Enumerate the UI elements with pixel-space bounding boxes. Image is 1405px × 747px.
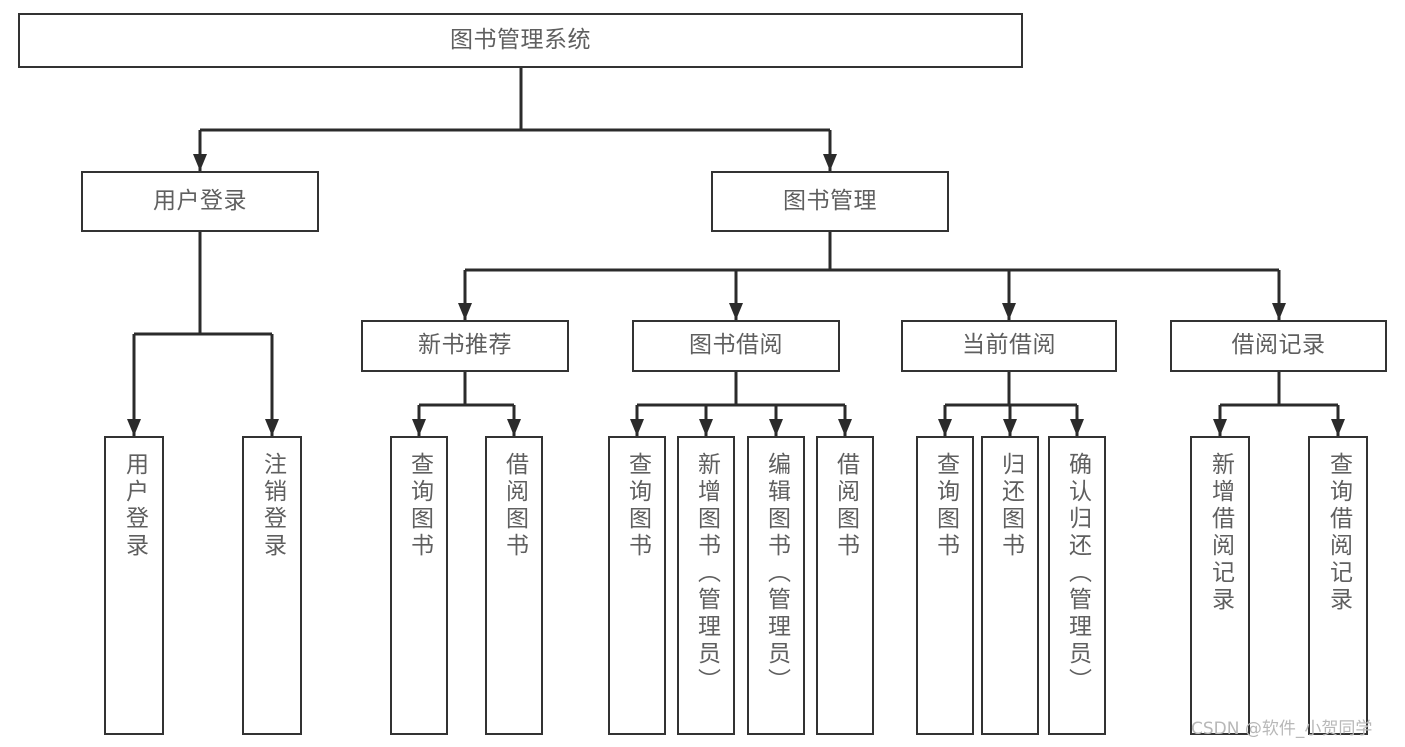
node-label-br-add: 新增借阅记录 — [1207, 452, 1234, 614]
node-label-root: 图书管理系统 — [450, 26, 591, 53]
node-label-cb-confirm: 确认归还（管理员） — [1064, 452, 1091, 695]
node-book-borrow[interactable]: 图书借阅 — [632, 320, 840, 372]
arrowhead-nb-query — [412, 419, 426, 436]
arrowhead-login-logout — [265, 419, 279, 436]
node-label-bb-add: 新增图书（管理员） — [693, 452, 720, 695]
node-user-login[interactable]: 用户登录 — [81, 171, 319, 232]
node-label-book-manage: 图书管理 — [783, 187, 877, 214]
node-current-borrow[interactable]: 当前借阅 — [901, 320, 1117, 372]
node-label-bb-lend: 借阅图书 — [832, 452, 859, 560]
arrowhead-br-query — [1331, 419, 1345, 436]
node-bb-lend[interactable]: 借阅图书 — [816, 436, 874, 735]
node-cb-confirm[interactable]: 确认归还（管理员） — [1048, 436, 1106, 735]
node-nb-query[interactable]: 查询图书 — [390, 436, 448, 735]
node-label-current-borrow: 当前借阅 — [962, 332, 1056, 359]
node-login-logout[interactable]: 注销登录 — [242, 436, 302, 735]
node-label-bb-edit: 编辑图书（管理员） — [763, 452, 790, 695]
node-book-manage[interactable]: 图书管理 — [711, 171, 949, 232]
node-label-br-query: 查询借阅记录 — [1325, 452, 1352, 614]
node-br-add[interactable]: 新增借阅记录 — [1190, 436, 1250, 735]
node-label-login-logout: 注销登录 — [259, 452, 286, 560]
arrowhead-br-add — [1213, 419, 1227, 436]
arrowhead-current-borrow — [1002, 303, 1016, 320]
node-label-cb-query: 查询图书 — [932, 452, 959, 560]
arrowhead-login-user — [127, 419, 141, 436]
node-br-query[interactable]: 查询借阅记录 — [1308, 436, 1368, 735]
arrowhead-cb-query — [938, 419, 952, 436]
arrowhead-user-login — [193, 154, 207, 171]
node-bb-add[interactable]: 新增图书（管理员） — [677, 436, 735, 735]
node-bb-query[interactable]: 查询图书 — [608, 436, 666, 735]
arrowhead-bb-lend — [838, 419, 852, 436]
node-root[interactable]: 图书管理系统 — [18, 13, 1023, 68]
node-nb-borrow[interactable]: 借阅图书 — [485, 436, 543, 735]
node-new-book[interactable]: 新书推荐 — [361, 320, 569, 372]
arrowhead-cb-confirm — [1070, 419, 1084, 436]
arrowhead-cb-return — [1003, 419, 1017, 436]
arrowhead-book-manage — [823, 154, 837, 171]
node-label-cb-return: 归还图书 — [997, 452, 1024, 560]
node-cb-query[interactable]: 查询图书 — [916, 436, 974, 735]
node-cb-return[interactable]: 归还图书 — [981, 436, 1039, 735]
node-bb-edit[interactable]: 编辑图书（管理员） — [747, 436, 805, 735]
arrowhead-bb-edit — [769, 419, 783, 436]
node-label-new-book: 新书推荐 — [418, 332, 512, 359]
node-label-nb-borrow: 借阅图书 — [501, 452, 528, 560]
arrowhead-nb-borrow — [507, 419, 521, 436]
arrowhead-new-book — [458, 303, 472, 320]
node-label-nb-query: 查询图书 — [406, 452, 433, 560]
arrowhead-borrow-record — [1272, 303, 1286, 320]
node-label-login-user: 用户登录 — [121, 452, 148, 560]
node-login-user[interactable]: 用户登录 — [104, 436, 164, 735]
node-label-bb-query: 查询图书 — [624, 452, 651, 560]
arrowhead-book-borrow — [729, 303, 743, 320]
watermark-text: CSDN @软件_小贺同学 — [1191, 719, 1373, 739]
arrowhead-bb-add — [699, 419, 713, 436]
node-borrow-record[interactable]: 借阅记录 — [1170, 320, 1387, 372]
node-label-borrow-record: 借阅记录 — [1231, 332, 1326, 359]
node-label-user-login: 用户登录 — [153, 187, 247, 214]
arrowhead-bb-query — [630, 419, 644, 436]
node-label-book-borrow: 图书借阅 — [689, 332, 783, 359]
